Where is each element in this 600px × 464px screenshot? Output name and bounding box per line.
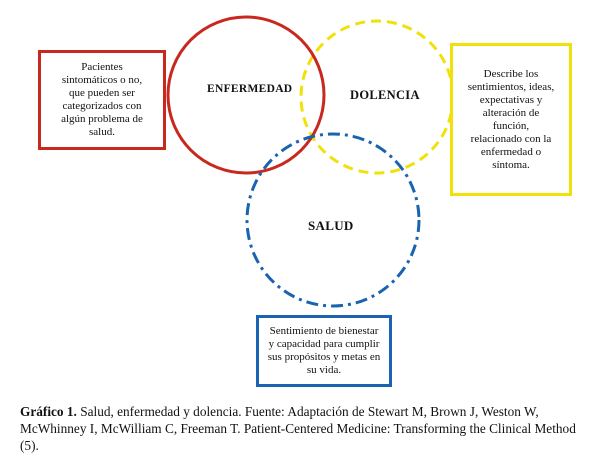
label-dolencia: DOLENCIA	[350, 88, 420, 102]
box-dolencia-text: Describe los sentimientos, ideas, expect…	[467, 67, 555, 171]
label-enfermedad: ENFERMEDAD	[207, 83, 293, 95]
box-salud-text: Sentimiento de bienestar y capacidad par…	[267, 325, 381, 376]
figure-caption: Gráfico 1. Salud, enfermedad y dolencia.…	[20, 403, 590, 454]
box-enfermedad-description: Pacientes sintomáticos o no, que pueden …	[38, 50, 166, 150]
caption-text: Salud, enfermedad y dolencia. Fuente: Ad…	[20, 404, 576, 453]
box-enfermedad-text: Pacientes sintomáticos o no, que pueden …	[61, 61, 143, 138]
label-salud: SALUD	[308, 218, 354, 233]
circle-enfermedad	[166, 15, 326, 175]
box-dolencia-description: Describe los sentimientos, ideas, expect…	[450, 43, 572, 196]
circle-salud	[245, 132, 421, 308]
box-salud-description: Sentimiento de bienestar y capacidad par…	[256, 315, 392, 387]
caption-title: Gráfico 1.	[20, 404, 77, 419]
